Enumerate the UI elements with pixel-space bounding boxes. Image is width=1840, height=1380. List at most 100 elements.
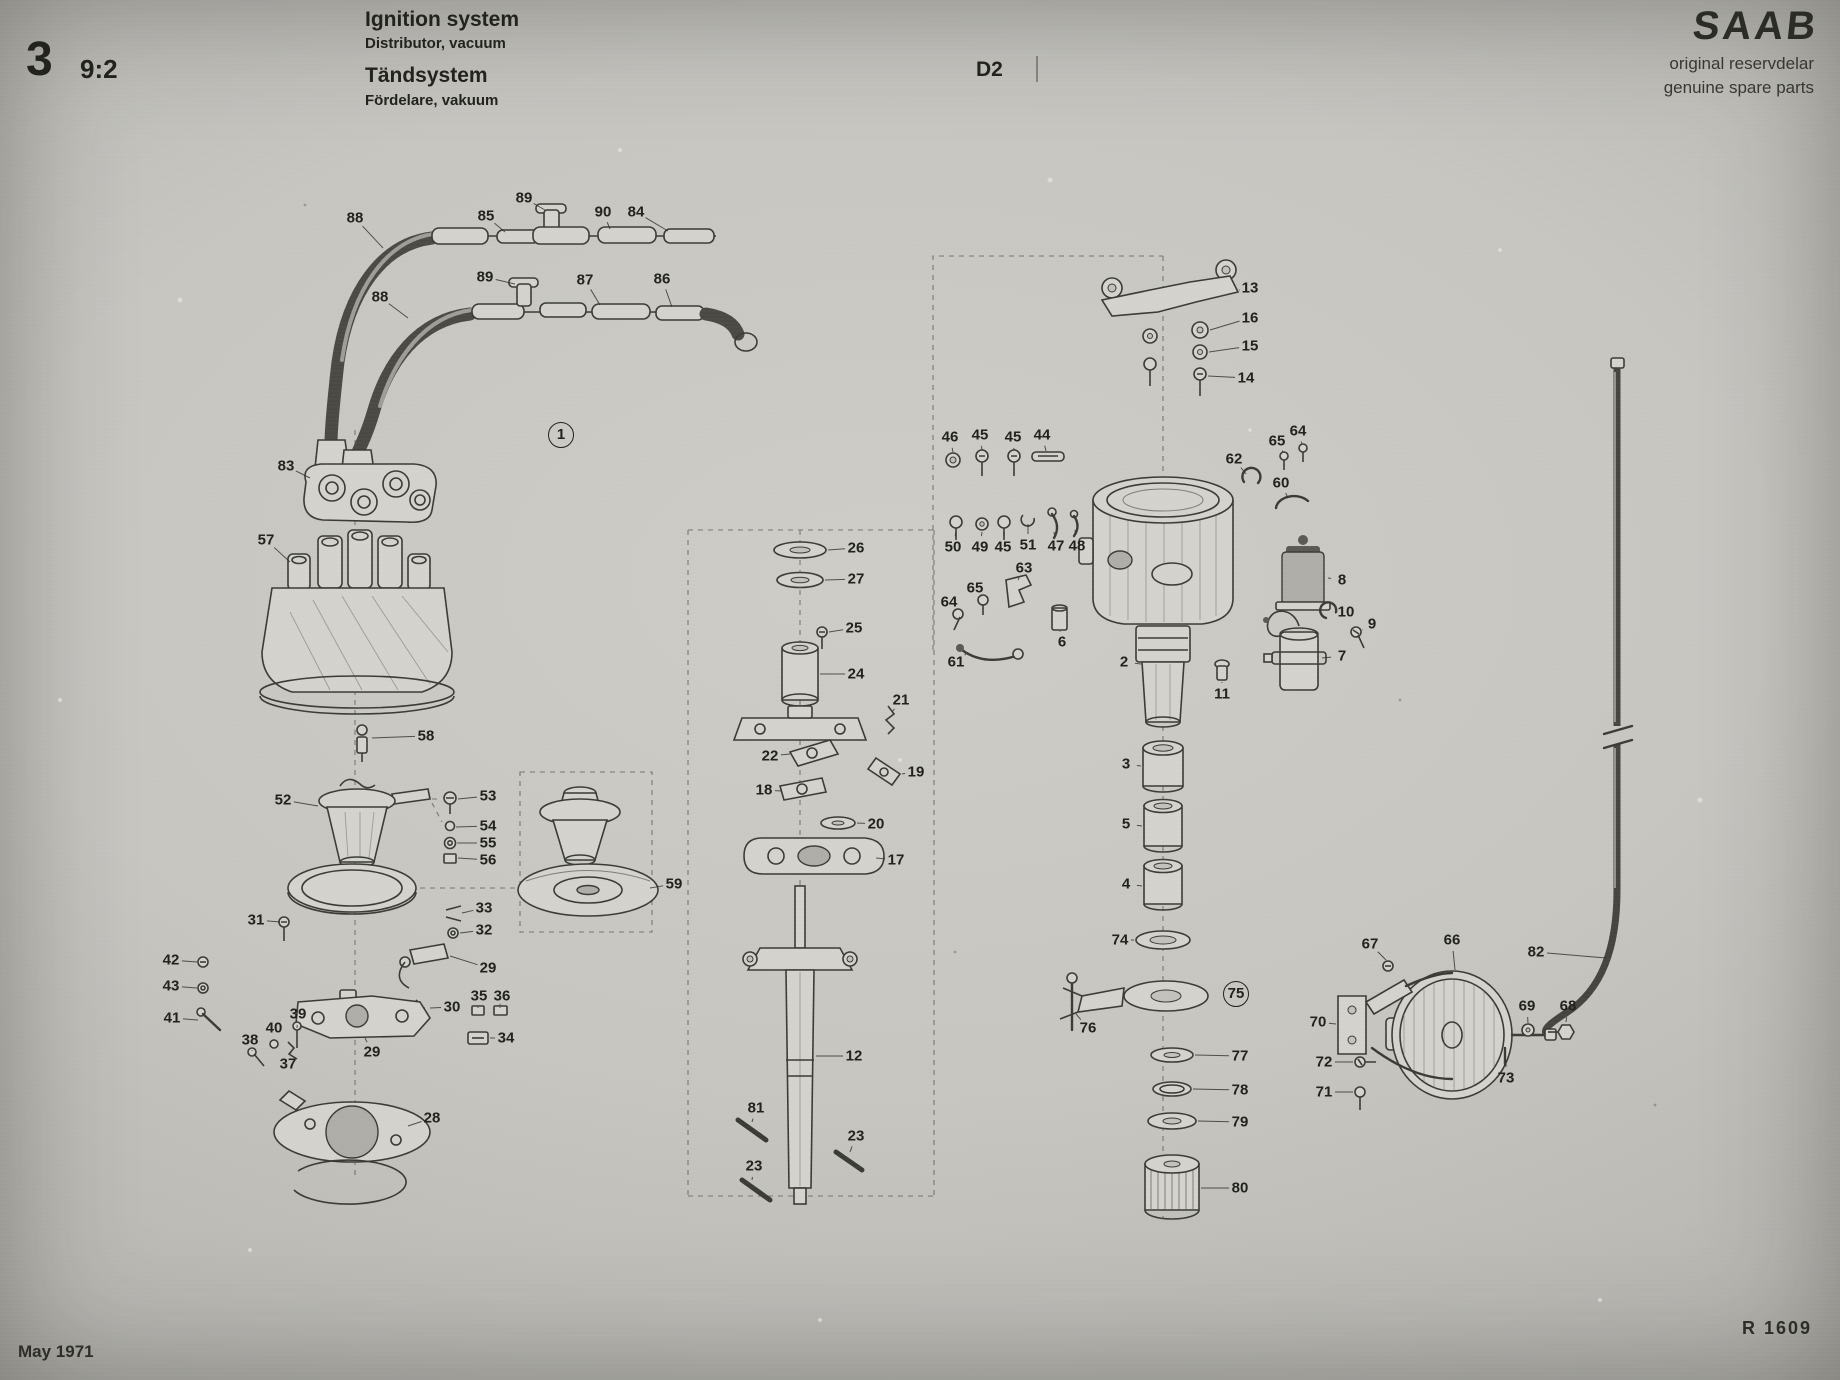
leader-line-21 [891, 708, 895, 713]
fastener-cluster [196, 956, 508, 1067]
page-subtitle-english: Distributor, vacuum [365, 35, 506, 52]
part-label-51: 51 [1019, 536, 1037, 554]
part-label-69: 69 [1518, 997, 1536, 1015]
part-label-3: 3 [1121, 755, 1131, 773]
part-label-22: 22 [761, 747, 779, 765]
leader-line-76 [1075, 1013, 1082, 1020]
leader-line-52 [293, 801, 319, 807]
dust-specks [58, 148, 1703, 1322]
leader-line-4 [1136, 884, 1143, 887]
leader-line-53 [457, 796, 478, 800]
part-label-45: 45 [1004, 428, 1022, 446]
part-label-73: 73 [1497, 1069, 1515, 1087]
leader-line-43 [181, 986, 198, 989]
part-label-71: 71 [1315, 1083, 1333, 1101]
leader-line-54 [455, 825, 478, 828]
part-label-2: 2 [1119, 653, 1129, 671]
leader-line-79 [1197, 1120, 1230, 1123]
leader-line-88 [388, 303, 409, 319]
leader-line-65 [1281, 450, 1284, 453]
part-label-64: 64 [940, 593, 958, 611]
part-label-29: 29 [479, 959, 497, 977]
publication-date: May 1971 [18, 1342, 94, 1361]
carbon-contact [356, 724, 368, 762]
part-label-28: 28 [423, 1109, 441, 1127]
part-label-5: 5 [1121, 815, 1131, 833]
part-label-89: 89 [476, 268, 494, 286]
leader-line-60 [1285, 492, 1289, 499]
part-label-33: 33 [475, 899, 493, 917]
part-label-75: 75 [1223, 981, 1249, 1007]
part-label-52: 52 [274, 791, 292, 809]
part-label-31: 31 [247, 911, 265, 929]
part-label-60: 60 [1272, 474, 1290, 492]
part-label-13: 13 [1241, 279, 1259, 297]
section-reference: 9:2 [80, 54, 118, 84]
part-label-55: 55 [479, 834, 497, 852]
leader-line-70 [1328, 1022, 1337, 1025]
dust-cap [539, 786, 621, 866]
part-label-8: 8 [1337, 571, 1347, 589]
part-label-14: 14 [1237, 369, 1255, 387]
part-label-35: 35 [470, 987, 488, 1005]
part-label-79: 79 [1231, 1113, 1249, 1131]
part-label-37: 37 [279, 1055, 297, 1073]
part-label-78: 78 [1231, 1081, 1249, 1099]
part-label-77: 77 [1231, 1047, 1249, 1065]
leader-line-56 [457, 857, 478, 860]
part-label-88: 88 [371, 288, 389, 306]
part-label-4: 4 [1121, 875, 1131, 893]
part-label-74: 74 [1111, 931, 1129, 949]
leader-line-46 [951, 447, 954, 453]
leader-line-57 [273, 547, 291, 563]
part-label-40: 40 [265, 1019, 283, 1037]
part-label-80: 80 [1231, 1179, 1249, 1197]
part-label-44: 44 [1033, 426, 1051, 444]
leader-line-42 [181, 960, 198, 963]
part-label-47: 47 [1047, 537, 1065, 555]
leader-line-67 [1377, 951, 1387, 961]
leader-line-89 [533, 203, 546, 211]
part-label-49: 49 [971, 538, 989, 556]
leader-line-88 [362, 225, 384, 249]
part-label-82: 82 [1527, 943, 1545, 961]
part-label-19: 19 [907, 763, 925, 781]
leader-line-15 [1208, 347, 1240, 353]
leader-line-86 [665, 289, 673, 308]
leader-line-7 [1321, 656, 1332, 659]
leader-line-31 [266, 920, 281, 923]
leader-line-64 [1300, 441, 1303, 445]
part-label-86: 86 [653, 270, 671, 288]
part-label-25: 25 [845, 619, 863, 637]
part-label-32: 32 [475, 921, 493, 939]
part-label-20: 20 [867, 815, 885, 833]
page-subtitle-swedish: Fördelare, vakuum [365, 92, 499, 109]
leader-line-29 [364, 1037, 368, 1043]
part-label-67: 67 [1361, 935, 1379, 953]
leader-line-68 [1565, 1016, 1568, 1023]
part-label-12: 12 [845, 1047, 863, 1065]
leader-line-59 [649, 885, 664, 889]
part-label-10: 10 [1337, 603, 1355, 621]
leader-line-85 [494, 222, 506, 233]
part-label-76: 76 [1079, 1019, 1097, 1037]
drawing-reference: R 1609 [1742, 1318, 1813, 1338]
cap-seal-cup [287, 863, 417, 915]
leader-line-33 [461, 909, 474, 914]
brand-tagline-english: genuine spare parts [1663, 78, 1814, 97]
leader-line-25 [828, 629, 844, 633]
part-label-7: 7 [1337, 647, 1347, 665]
leader-line-58 [371, 735, 416, 739]
leader-line-41 [182, 1018, 199, 1021]
part-label-6: 6 [1057, 633, 1067, 651]
dust-cover-disc [517, 863, 659, 917]
part-label-29: 29 [363, 1043, 381, 1061]
part-label-68: 68 [1559, 997, 1577, 1015]
leader-line-61 [964, 653, 967, 656]
part-label-57: 57 [257, 531, 275, 549]
leader-line-2 [1134, 662, 1142, 665]
leader-line-90 [606, 221, 611, 230]
part-label-21: 21 [892, 691, 910, 709]
